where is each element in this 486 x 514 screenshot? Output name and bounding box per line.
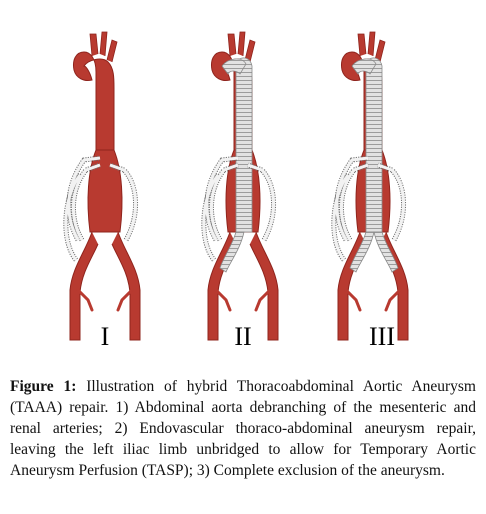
- stent-graft-arch: [351, 58, 377, 75]
- internal-iliac-branches: [214, 288, 272, 312]
- panel-partial-stent: II: [201, 31, 279, 351]
- caption-text: Illustration of hybrid Thoracoabdominal …: [10, 378, 476, 479]
- iliac-arteries: [69, 231, 141, 341]
- panel-label: II: [234, 322, 251, 351]
- stent-graft-arch: [221, 58, 247, 75]
- arch-vessels: [227, 31, 256, 63]
- internal-iliac-branches: [76, 288, 134, 312]
- arch-vessels: [357, 31, 386, 63]
- arch-vessels: [89, 31, 118, 63]
- panel-complete-stent: III: [331, 31, 409, 351]
- stent-graft-right-limb: [349, 231, 375, 273]
- aneurysm-sac: [87, 149, 123, 233]
- stent-graft-main-body: [235, 57, 253, 233]
- internal-iliac-branches: [344, 288, 402, 312]
- stent-graft-left-limb: [373, 231, 399, 273]
- figure-caption: Figure 1: Illustration of hybrid Thoraco…: [10, 376, 476, 481]
- panel-label: III: [369, 322, 395, 351]
- aortic-arch: [73, 51, 115, 151]
- figure-illustration: I II III: [63, 31, 409, 351]
- stent-graft-right-limb: [219, 231, 245, 273]
- panel-label: I: [101, 322, 110, 351]
- panel-debranching: I: [63, 31, 141, 351]
- stent-graft-main-body: [365, 57, 383, 233]
- figure-label: Figure 1:: [10, 378, 77, 395]
